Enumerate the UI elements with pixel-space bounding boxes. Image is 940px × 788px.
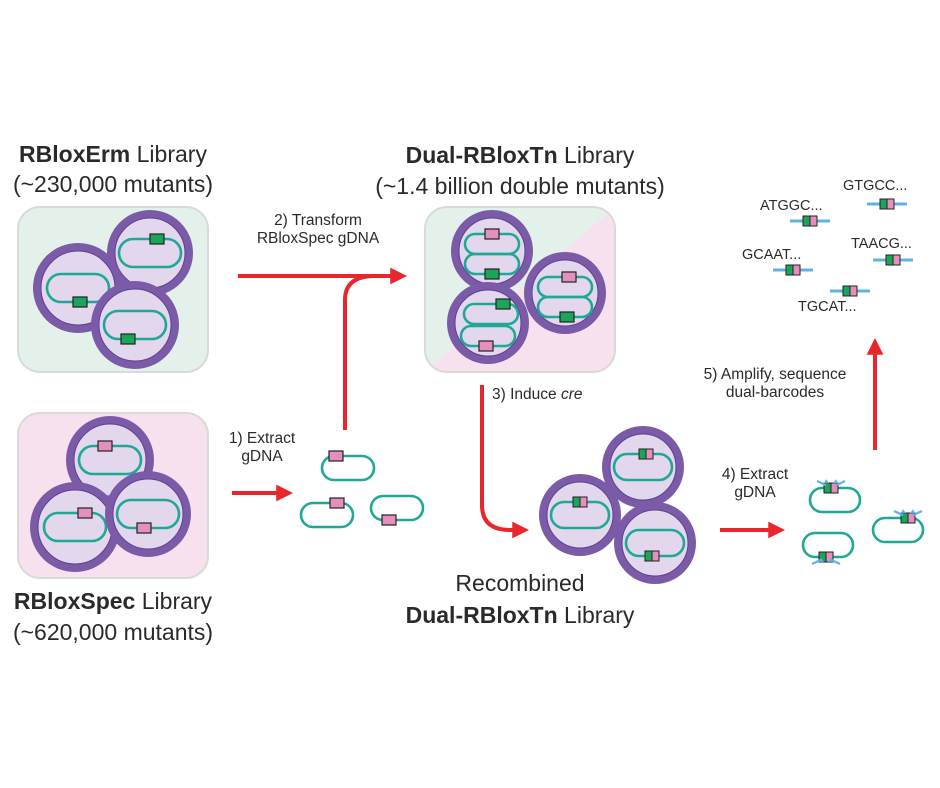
plasmid <box>612 448 674 482</box>
cells <box>30 210 696 584</box>
bacterial-cell <box>107 210 193 296</box>
primer-arrows <box>816 479 846 487</box>
barcode-seq-1: ATGGC... <box>760 198 823 214</box>
barcode-seq-4: TAACG... <box>851 236 912 252</box>
plasmid <box>102 309 168 345</box>
gdna-plasmid <box>369 494 425 526</box>
barcode-fragment <box>830 285 870 297</box>
erm-library-count: (~230,000 mutants) <box>12 171 214 197</box>
plasmid <box>45 272 111 308</box>
recombined-plasmid <box>808 482 862 514</box>
barcode-fragment <box>773 264 813 276</box>
barcode-seq-5: TGCAT... <box>798 299 857 315</box>
gdna-plasmid <box>299 497 355 529</box>
plasmid <box>77 440 143 476</box>
bacterial-cell <box>451 210 533 292</box>
plasmid <box>117 233 183 269</box>
bacterial-cell <box>105 471 191 557</box>
spec-library-title: RBloxSpec Library <box>13 588 213 614</box>
plasmid <box>462 298 520 326</box>
plasmid <box>115 498 181 534</box>
recombined-library-line1: Recombined <box>455 570 585 596</box>
step3-label: 3) Induce cre <box>492 386 583 403</box>
barcode-seq-3: GCAAT... <box>742 247 802 263</box>
arrows <box>232 267 884 539</box>
dual-library-title: Dual-RBloxTn Library <box>405 142 635 168</box>
barcode-fragment <box>873 254 913 266</box>
plasmid <box>549 496 611 530</box>
gdna-plasmid <box>320 450 376 482</box>
barcode-fragment <box>790 215 830 227</box>
bacterial-cell <box>539 474 621 556</box>
barcode-fragments <box>773 198 913 297</box>
plasmid <box>459 324 517 352</box>
free-plasmids <box>299 450 925 565</box>
plasmid <box>42 507 108 543</box>
recombined-plasmid <box>801 531 855 563</box>
bacterial-cell <box>447 282 529 364</box>
bacterial-cell <box>524 252 606 334</box>
arrow-gdna-up <box>343 274 376 430</box>
plasmid <box>624 528 686 562</box>
dual-library-count: (~1.4 billion double mutants) <box>375 173 665 199</box>
recombined-library-title: Dual-RBloxTn Library <box>405 602 635 628</box>
primer-arrows <box>811 557 841 565</box>
barcode-seq-2: GTGCC... <box>843 178 908 194</box>
plasmid <box>536 295 594 323</box>
erm-library-title: RBloxErm Library <box>19 141 207 167</box>
arrow-induce-cre <box>480 385 530 539</box>
plasmid <box>463 252 521 280</box>
spec-library-count: (~620,000 mutants) <box>12 619 214 645</box>
barcode-fragment <box>867 198 907 210</box>
primer-arrows <box>893 509 923 517</box>
bacterial-cell <box>30 482 120 572</box>
recombined-plasmid <box>871 512 925 544</box>
bacterial-cell <box>602 426 684 508</box>
bacterial-cell <box>614 502 696 584</box>
bacterial-cell <box>91 281 179 369</box>
